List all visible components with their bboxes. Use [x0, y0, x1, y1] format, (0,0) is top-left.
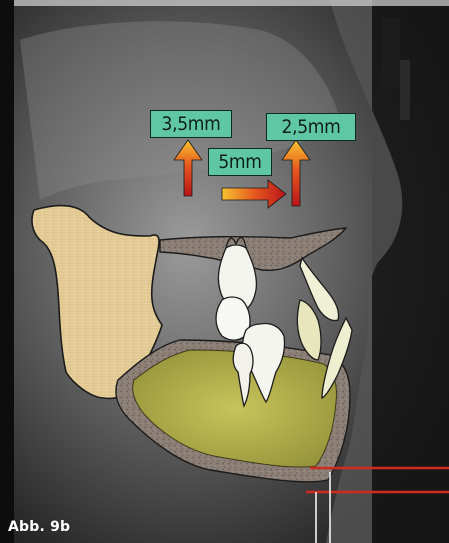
image-frame-right-block-2 [400, 60, 410, 120]
image-frame-right-block [382, 18, 400, 88]
measurement-label-left: 3,5mm [150, 110, 232, 138]
measurement-label-right: 2,5mm [266, 113, 356, 141]
measurement-label-horizontal: 5mm [208, 148, 272, 176]
image-frame-top [14, 0, 449, 6]
figure-label: Abb. 9b [8, 519, 70, 535]
xray-left-shadow [0, 0, 14, 543]
